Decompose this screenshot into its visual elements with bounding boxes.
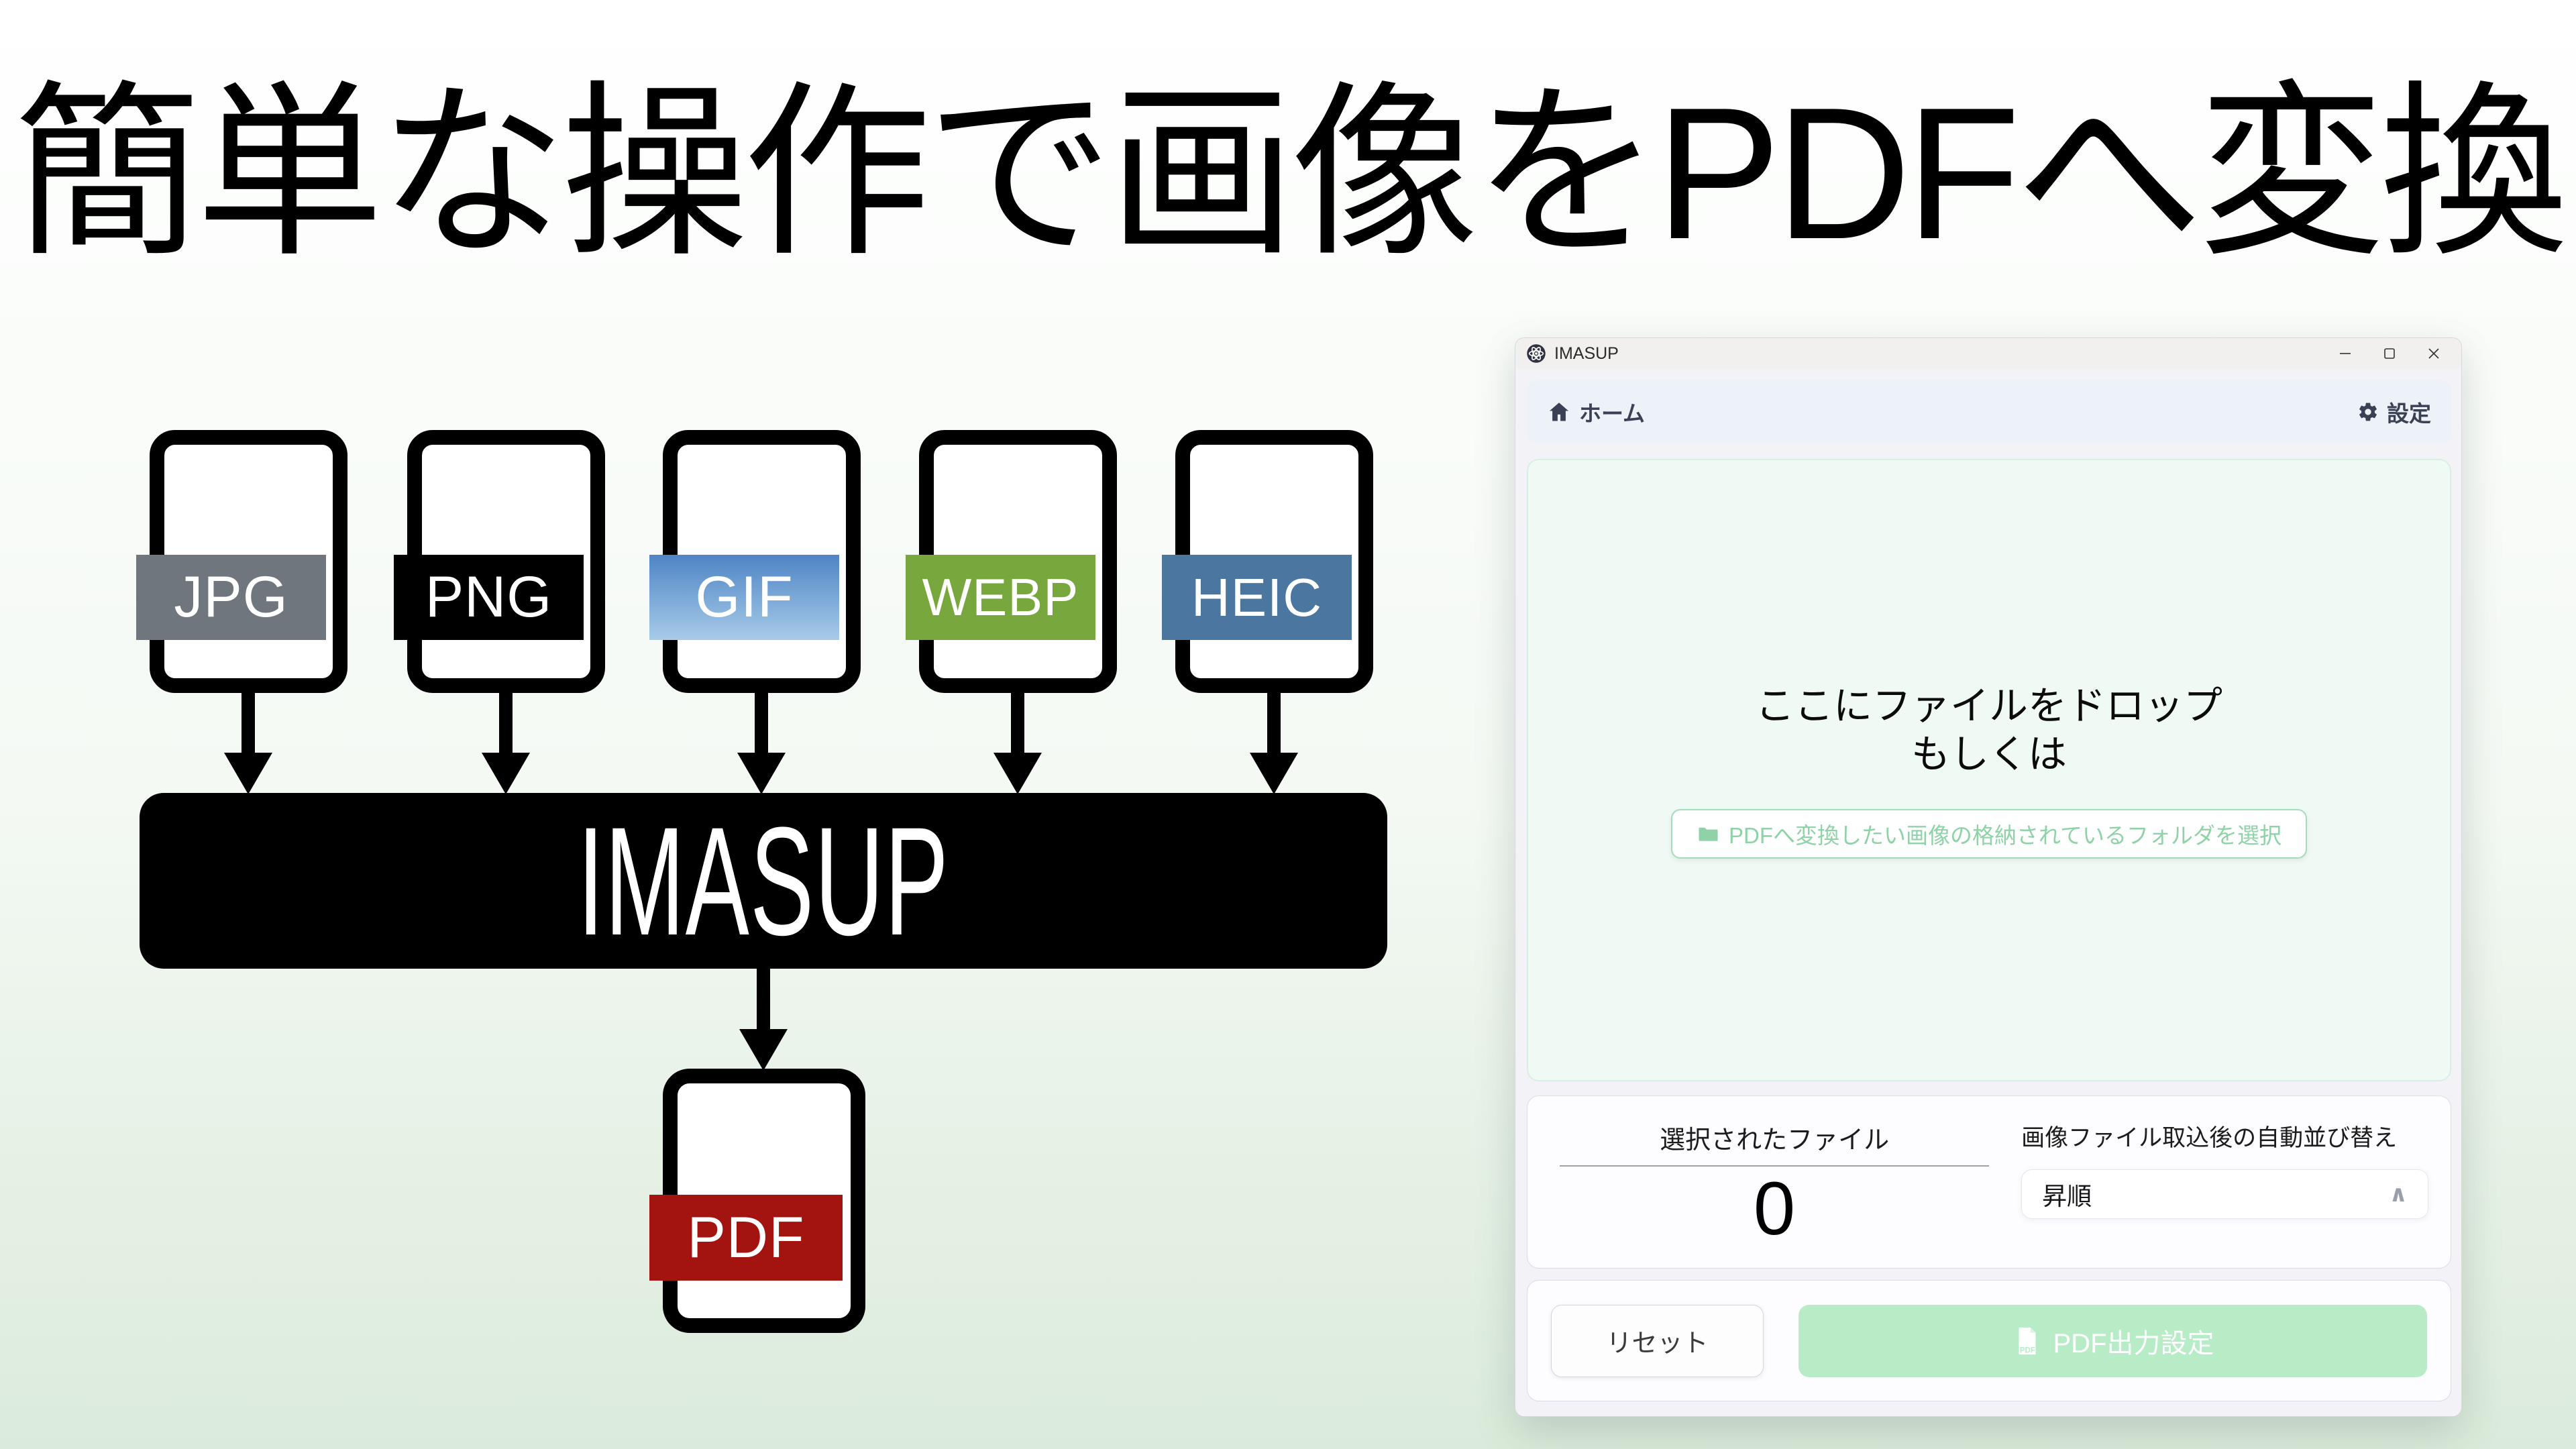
action-bar: リセット PDF PDF出力設定	[1527, 1280, 2451, 1401]
selected-files-section: 選択されたファイル 0	[1527, 1096, 2021, 1268]
format-card-gif: GIF	[649, 430, 861, 693]
pdf-band: PDF	[649, 1195, 843, 1281]
nav-home-label: ホーム	[1579, 400, 1646, 426]
format-label: HEIC	[1191, 567, 1323, 627]
file-dropzone[interactable]: ここにファイルをドロップ もしくは PDFへ変換したい画像の格納されているフォル…	[1527, 459, 2451, 1081]
down-arrow	[739, 967, 788, 1071]
maximize-button[interactable]	[2367, 338, 2412, 369]
format-card-heic: HEIC	[1162, 430, 1373, 693]
reset-button[interactable]: リセット	[1551, 1304, 1764, 1377]
imasup-bar-label: IMASUP	[577, 794, 950, 967]
format-label: GIF	[695, 565, 794, 629]
home-icon	[1547, 400, 1571, 424]
imasup-app-window: IMASUP ホーム	[1515, 337, 2462, 1417]
nav-home[interactable]: ホーム	[1547, 396, 1645, 428]
sort-dropdown[interactable]: 昇順 ∧	[2021, 1169, 2428, 1219]
close-button[interactable]	[2412, 338, 2456, 369]
imasup-bar: IMASUP	[140, 793, 1387, 969]
gear-icon	[2357, 401, 2379, 423]
format-band: PNG	[394, 555, 584, 640]
dropzone-text-line1: ここにファイルをドロップ	[1755, 684, 2222, 728]
window-title: IMASUP	[1554, 343, 1619, 363]
down-arrow	[224, 691, 272, 794]
nav-settings[interactable]: 設定	[2357, 396, 2431, 428]
window-controls	[2323, 338, 2456, 369]
format-band: JPG	[136, 555, 326, 640]
selected-files-underline	[1560, 1165, 1990, 1167]
file-info-panel: 選択されたファイル 0 画像ファイル取込後の自動並び替え 昇順 ∧	[1527, 1095, 2451, 1269]
nav-settings-label: 設定	[2387, 400, 2431, 426]
sort-dropdown-value: 昇順	[2042, 1183, 2092, 1210]
pdf-file-icon: PDF	[2012, 1326, 2043, 1356]
format-band: HEIC	[1162, 555, 1352, 640]
pdf-label: PDF	[687, 1205, 805, 1270]
svg-text:PDF: PDF	[2019, 1346, 2035, 1354]
app-icon	[1526, 343, 1546, 364]
select-folder-button-label: PDFへ変換したい画像の格納されているフォルダを選択	[1728, 822, 2282, 848]
pdf-output-card: PDF	[649, 1069, 865, 1333]
format-card-png: PNG	[394, 430, 605, 693]
navbar: ホーム 設定	[1527, 380, 2451, 443]
sort-section: 画像ファイル取込後の自動並び替え 昇順 ∧	[2021, 1096, 2451, 1268]
pdf-output-settings-button[interactable]: PDF PDF出力設定	[1799, 1304, 2427, 1377]
format-band: GIF	[649, 555, 839, 640]
down-arrow	[737, 691, 786, 794]
window-titlebar: IMASUP	[1515, 338, 2461, 369]
pdf-output-settings-label: PDF出力設定	[2053, 1328, 2214, 1358]
page-title: 簡単な操作で画像をPDFへ変換	[13, 69, 2568, 278]
format-card-webp: WEBP	[906, 430, 1117, 693]
selected-files-label: 選択されたファイル	[1660, 1126, 1890, 1155]
chevron-up-icon: ∧	[2389, 1181, 2408, 1207]
down-arrow	[1250, 691, 1298, 794]
dropzone-text-line2: もしくは	[1911, 733, 2067, 776]
select-folder-button[interactable]: PDFへ変換したい画像の格納されているフォルダを選択	[1670, 808, 2307, 859]
minimize-button[interactable]	[2323, 338, 2367, 369]
format-band: WEBP	[906, 555, 1095, 640]
down-arrow	[994, 691, 1042, 794]
selected-files-count: 0	[1753, 1167, 1796, 1250]
format-label: PNG	[425, 565, 553, 629]
format-label: WEBP	[922, 568, 1079, 627]
format-card-jpg: JPG	[136, 430, 347, 693]
sort-label: 画像ファイル取込後の自動並び替え	[2021, 1125, 2398, 1151]
folder-icon	[1697, 822, 1719, 845]
format-label: JPG	[174, 565, 288, 629]
down-arrow	[482, 691, 530, 794]
